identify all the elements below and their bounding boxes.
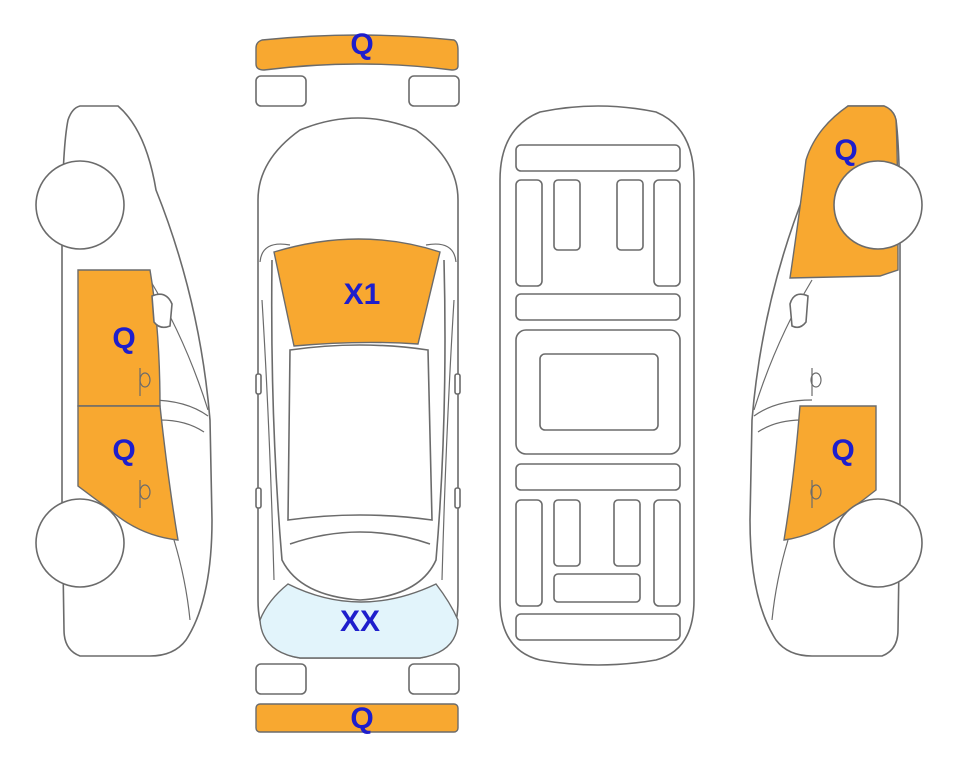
underbody-slot-r bbox=[616, 179, 644, 251]
left-rear-door-label: Q bbox=[112, 434, 135, 467]
top-door-handle-r2 bbox=[454, 487, 461, 509]
front-mirror-left bbox=[255, 75, 307, 107]
left-side-mirror bbox=[151, 293, 173, 329]
right-door-lock-1 bbox=[810, 372, 822, 388]
windshield[interactable] bbox=[273, 238, 441, 347]
right-side-window-line-3 bbox=[757, 419, 803, 433]
left-side-window-line-3 bbox=[159, 419, 205, 433]
cabin-outline bbox=[270, 259, 446, 601]
left-front-door-label: Q bbox=[112, 322, 135, 355]
roof-outline bbox=[287, 344, 433, 521]
left-rear-door[interactable] bbox=[77, 405, 179, 541]
front-bumper[interactable] bbox=[255, 34, 459, 71]
left-side-sill bbox=[173, 539, 191, 621]
cabin-inner-left bbox=[261, 299, 275, 581]
top-door-handle-r1 bbox=[454, 373, 461, 395]
rear-mirror-left bbox=[255, 663, 307, 695]
right-side-sill bbox=[771, 539, 789, 621]
underbody-crossbar-1 bbox=[515, 293, 681, 321]
right-rear-fender-label: Q bbox=[834, 134, 857, 167]
front-bumper-label: Q bbox=[350, 28, 373, 61]
rear-mirror-right bbox=[408, 663, 460, 695]
underbody-center-panel bbox=[539, 353, 659, 431]
trunk-line bbox=[289, 531, 431, 545]
left-rear-wheel[interactable] bbox=[35, 498, 125, 588]
right-door-lock-2 bbox=[810, 484, 822, 500]
hood-line-right bbox=[425, 243, 457, 263]
rear-window-label: XX bbox=[340, 605, 380, 638]
left-front-wheel[interactable] bbox=[35, 160, 125, 250]
underbody-front-bar bbox=[515, 144, 681, 172]
underbody-rail-r bbox=[653, 179, 681, 287]
right-side-mirror bbox=[789, 293, 809, 329]
right-side-window-line bbox=[753, 279, 813, 411]
right-rear-wheel[interactable] bbox=[833, 498, 923, 588]
hood-line bbox=[259, 243, 291, 263]
rear-window[interactable] bbox=[259, 583, 459, 659]
top-door-handle-l2 bbox=[255, 487, 262, 509]
underbody-slot-l bbox=[553, 179, 581, 251]
left-door-lock-1 bbox=[139, 372, 151, 388]
right-front-wheel[interactable] bbox=[833, 160, 923, 250]
right-front-door-label: Q bbox=[831, 434, 854, 467]
underbody-rear-bar bbox=[515, 613, 681, 641]
underbody-rear-slot-l bbox=[553, 499, 581, 567]
left-side-window-line bbox=[149, 279, 209, 411]
windshield-label: X1 bbox=[344, 278, 381, 311]
underbody-rear-box bbox=[553, 573, 641, 603]
top-door-handle-l1 bbox=[255, 373, 262, 395]
cabin-inner-right bbox=[441, 299, 455, 581]
left-door-lock-2 bbox=[139, 484, 151, 500]
front-mirror-right bbox=[408, 75, 460, 107]
underbody-rail-l bbox=[515, 179, 543, 287]
underbody-rear-rail-r bbox=[653, 499, 681, 607]
underbody-crossbar-2 bbox=[515, 463, 681, 491]
underbody-rear-rail-l bbox=[515, 499, 543, 607]
top-view-body bbox=[257, 117, 459, 659]
rear-bumper-label: Q bbox=[350, 702, 373, 735]
rear-bumper[interactable] bbox=[255, 703, 459, 733]
underbody-rear-slot-r bbox=[613, 499, 641, 567]
right-side-window-line-2 bbox=[753, 399, 813, 417]
